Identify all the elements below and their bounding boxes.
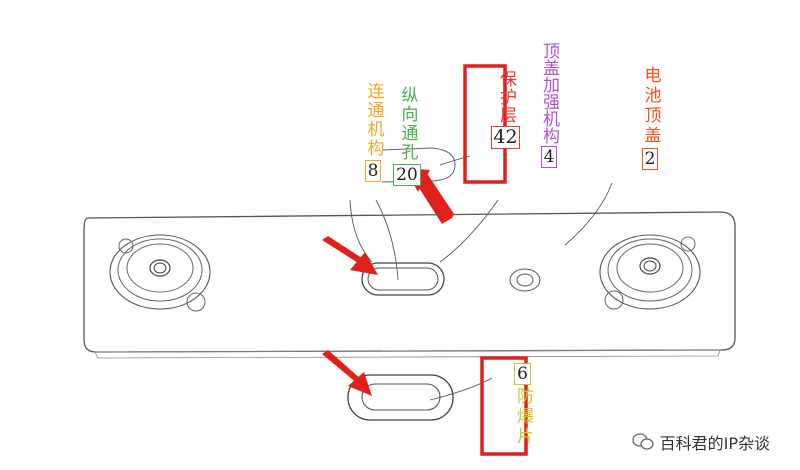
label-battery-top-cover: 电池顶盖 2 — [608, 66, 692, 170]
leader-6 — [429, 377, 493, 401]
label-protective-layer: 保护层 42 — [474, 70, 537, 149]
right-terminal — [599, 234, 701, 310]
ref-number-20: 20 — [393, 164, 421, 186]
leader-8 — [349, 199, 373, 263]
ref-number-4: 4 — [540, 146, 558, 168]
label-longitudinal-hole: 纵向通孔 20 — [365, 86, 449, 186]
liquid-injection-hole — [509, 268, 541, 292]
leader-42 — [439, 155, 471, 166]
ref-number-6: 6 — [514, 363, 531, 385]
label-text: 防爆片 — [513, 387, 533, 447]
label-text: 电池顶盖 — [640, 66, 661, 146]
label-text: 保护层 — [496, 70, 516, 124]
protective-layer — [381, 147, 456, 183]
vent-slot — [361, 262, 445, 296]
red-arrow-sheet — [322, 350, 372, 396]
top-cover-plate-edge — [94, 349, 721, 359]
label-explosion-proof-sheet: 6 防爆片 — [491, 363, 554, 447]
ref-number-42: 42 — [491, 126, 520, 149]
top-cover-plate — [83, 211, 736, 353]
wechat-icon — [631, 433, 654, 450]
label-top-cover-reinforcement: 顶盖加强机构 4 — [489, 42, 609, 168]
watermark: 百科君的IP杂谈 — [631, 430, 770, 454]
label-text: 连通机构 — [363, 82, 384, 158]
ref-number-2: 2 — [641, 148, 659, 170]
highlight-box-explosion — [480, 356, 528, 456]
left-terminal — [109, 234, 211, 312]
label-text: 纵向通孔 — [397, 86, 418, 162]
label-connection-mechanism: 连通机构 8 — [331, 82, 415, 182]
ref-number-8: 8 — [364, 160, 382, 182]
highlight-box-protective — [463, 64, 507, 184]
watermark-text: 百科君的IP杂谈 — [659, 434, 770, 453]
leader-20 — [375, 199, 399, 281]
leader-2 — [564, 182, 613, 246]
leader-4 — [439, 199, 499, 263]
label-text: 顶盖加强机构 — [539, 42, 559, 144]
red-arrow-slot — [322, 236, 378, 275]
